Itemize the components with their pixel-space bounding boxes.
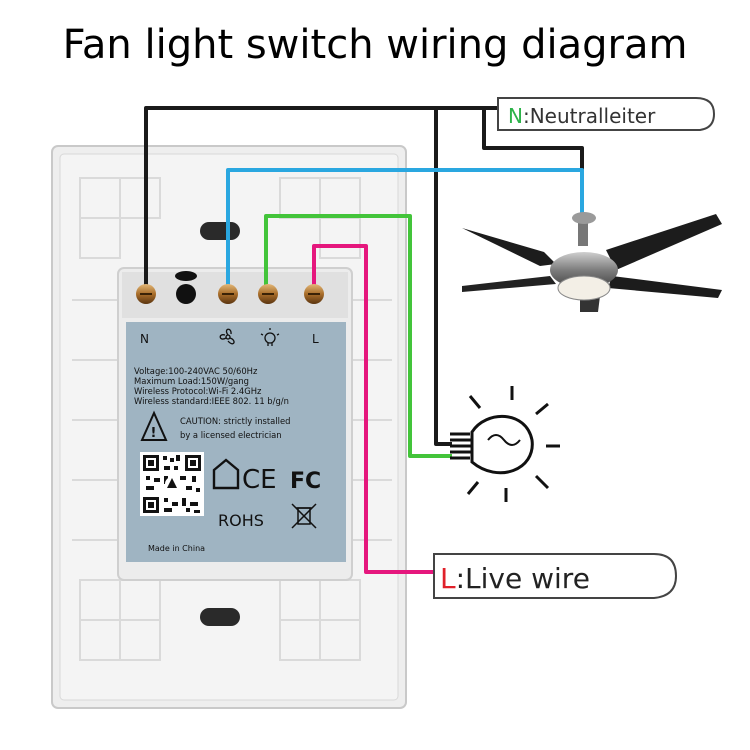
live-wire xyxy=(312,244,434,574)
ceiling-fan-icon xyxy=(462,212,722,312)
svg-text:L:Live wire: L:Live wire xyxy=(440,562,590,595)
terminal-screws xyxy=(136,271,324,304)
light-bulb-icon xyxy=(450,386,560,502)
neutral-code: N xyxy=(508,104,523,128)
live-sep: : xyxy=(456,562,465,595)
terminal-screw-fan xyxy=(218,284,238,304)
spec-voltage: Voltage:100-240VAC 50/60Hz xyxy=(134,366,258,376)
fc-mark: FC xyxy=(290,469,321,494)
light-wire xyxy=(264,214,452,458)
caution-line-2: by a licensed electrician xyxy=(180,430,282,440)
fan-wire xyxy=(226,168,584,290)
terminal-label-n: N xyxy=(140,332,149,346)
mounting-slot-bottom xyxy=(200,608,240,626)
product-label: N L Voltage:100-240VAC 50/60Hz Maximum L… xyxy=(126,322,346,562)
neutral-wire xyxy=(144,106,498,290)
live-code: L xyxy=(440,562,456,595)
spec-standard: Wireless standard:IEEE 802. 11 b/g/n xyxy=(134,396,289,406)
fan-icon xyxy=(219,328,235,345)
wires xyxy=(144,106,584,574)
live-text: Live wire xyxy=(465,562,590,595)
caution-line-1: CAUTION: strictly installed xyxy=(180,416,290,426)
svg-text:!: ! xyxy=(151,426,157,441)
neutral-label: N:Neutralleiter xyxy=(497,97,716,131)
rohs-mark: ROHS xyxy=(218,511,264,530)
bulb-icon xyxy=(260,328,280,346)
caution-icon: ! xyxy=(140,410,168,441)
terminal-hole xyxy=(175,271,197,304)
mounting-slot-top xyxy=(200,222,240,240)
spec-protocol: Wireless Protocol:Wi-Fi 2.4GHz xyxy=(134,386,262,396)
neutral-text: Neutralleiter xyxy=(530,104,656,128)
home-icon xyxy=(212,458,240,490)
made-in-label: Made in China xyxy=(148,544,205,553)
terminal-screw-l xyxy=(304,284,324,304)
neutral-wire-bulb xyxy=(434,108,452,446)
live-label: L:Live wire xyxy=(433,553,678,599)
weee-bin-icon xyxy=(291,503,317,529)
terminal-screw-light xyxy=(258,284,278,304)
neutral-sep: : xyxy=(523,104,530,128)
svg-text:N:Neutralleiter: N:Neutralleiter xyxy=(508,104,656,128)
terminal-label-l: L xyxy=(312,332,319,346)
diagram-title: Fan light switch wiring diagram xyxy=(62,22,688,68)
spec-max-load: Maximum Load:150W/gang xyxy=(134,376,249,386)
ce-mark: CE xyxy=(242,465,277,495)
terminal-screw-n xyxy=(136,284,156,304)
qr-code xyxy=(140,452,204,516)
